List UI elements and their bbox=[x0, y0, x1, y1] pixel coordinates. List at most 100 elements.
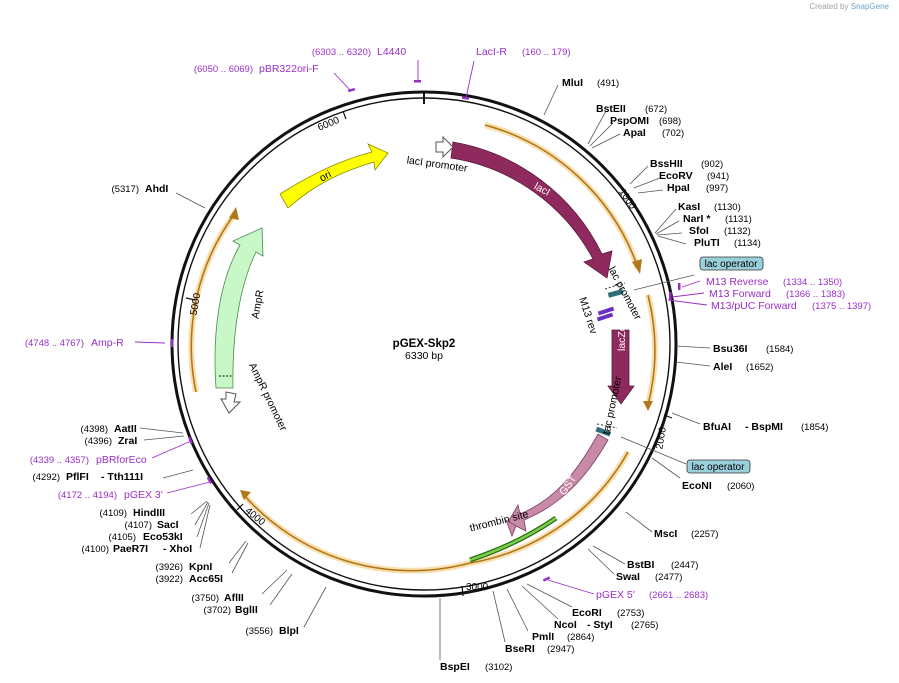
enzyme-hindiii-pos: (4109) bbox=[100, 508, 127, 519]
ampR-promoter-label: AmpR promoter bbox=[246, 361, 289, 433]
lacZa-arrow bbox=[607, 329, 635, 405]
enzyme-ncoi-name: NcoI bbox=[554, 619, 577, 631]
enzyme-ecorv-name: EcoRV bbox=[659, 170, 693, 182]
tick-label-5000: 5000 bbox=[189, 292, 204, 316]
enzyme-bsshii-pos: (902) bbox=[701, 159, 723, 170]
primer-m13-reverse-name: M13 Reverse bbox=[706, 276, 769, 288]
primer-m13-reverse-pos: (1334 .. 1350) bbox=[783, 277, 842, 288]
enzyme-sfoi-pos: (1132) bbox=[724, 226, 751, 237]
enzyme-styi-name: - StyI bbox=[587, 619, 613, 631]
lac-operator-label-2: lac operator bbox=[692, 462, 745, 473]
tick-label-4000: 4000 bbox=[243, 506, 267, 529]
enzyme-econi-name: EcoNI bbox=[682, 480, 712, 492]
enzyme-pflfi-pos: (4292) bbox=[33, 472, 60, 483]
primer-amp-r-name: Amp-R bbox=[91, 337, 124, 349]
enzyme-zrai-pos: (4396) bbox=[85, 436, 112, 447]
primer-mark-m13-reverse bbox=[678, 283, 681, 290]
enzyme-blpi-name: BlpI bbox=[279, 625, 299, 637]
primer-pgex-5-name: pGEX 5' bbox=[596, 589, 635, 601]
orf-arc-backbone bbox=[240, 492, 471, 574]
enzyme-aflii-name: AflII bbox=[224, 592, 244, 604]
enzyme-econi-pos: (2060) bbox=[727, 481, 754, 492]
primer-laci-r-pos: (160 .. 179) bbox=[522, 47, 571, 58]
enzyme-bstbi-pos: (2447) bbox=[671, 560, 698, 571]
primer-mark-pgex-5 bbox=[542, 576, 551, 582]
primer-laci-r-name: LacI-R bbox=[476, 46, 507, 58]
enzyme-swai-name: SwaI bbox=[616, 571, 640, 583]
enzyme-bsu36i-name: Bsu36I bbox=[713, 343, 748, 355]
plasmid-size: 6330 bp bbox=[405, 350, 443, 362]
enzyme-paer7i-pos: (4100) bbox=[82, 544, 109, 555]
primer-pgex-3-pos: (4172 .. 4194) bbox=[58, 490, 117, 501]
enzyme-pflfi-name: PflFI bbox=[66, 471, 89, 483]
ampR-label: AmpR bbox=[250, 289, 267, 320]
enzyme-ahdi-name: AhdI bbox=[145, 183, 168, 195]
enzyme-bseri-pos: (2947) bbox=[547, 644, 574, 655]
tac-promoter-label: tac promoter bbox=[601, 375, 625, 436]
lac-operator-callout-1 bbox=[699, 256, 764, 271]
enzyme-hpai-name: HpaI bbox=[667, 182, 690, 194]
enzyme-bspei-pos: (3102) bbox=[485, 662, 512, 673]
primer-mark-pbr322ori-f bbox=[347, 87, 356, 93]
lac-promoter-symbol-1 bbox=[604, 282, 626, 290]
enzyme-mlui-name: MluI bbox=[562, 77, 583, 89]
lac-operator-label-1: lac operator bbox=[705, 259, 758, 270]
enzyme-saci-pos: (4107) bbox=[125, 520, 152, 531]
enzyme-apai-name: ApaI bbox=[623, 127, 646, 139]
enzyme-ecori-pos: (2753) bbox=[617, 608, 644, 619]
enzyme-aatii-pos: (4398) bbox=[81, 424, 108, 435]
enzyme-tth111i-name: - Tth111I bbox=[101, 471, 143, 483]
primer-mark-pbrforeco bbox=[188, 436, 193, 445]
enzyme-aflii-pos: (3750) bbox=[192, 593, 219, 604]
enzyme-pspomi-name: PspOMI bbox=[610, 115, 649, 127]
enzyme-bglii-name: BglII bbox=[235, 604, 258, 616]
enzyme-ahdi-pos: (5317) bbox=[112, 184, 139, 195]
enzyme-hpai-pos: (997) bbox=[706, 183, 728, 194]
snapgene-credit: Created by SnapGene bbox=[809, 2, 889, 11]
primer-mark-m13-forward bbox=[669, 292, 672, 300]
enzyme-ecori-name: EcoRI bbox=[572, 607, 602, 619]
enzyme-bstbi-name: BstBI bbox=[627, 559, 655, 571]
enzyme-nari-pos: (1131) bbox=[725, 214, 752, 225]
primer-mark-l4440 bbox=[414, 80, 421, 83]
lacI-arrow bbox=[450, 141, 613, 279]
lacZa-label: lacZα bbox=[616, 325, 628, 351]
enzyme-bseri-name: BseRI bbox=[505, 643, 535, 655]
enzyme-msci-name: MscI bbox=[654, 528, 677, 540]
enzyme-bsteii-name: BstEII bbox=[596, 103, 626, 115]
primer-m13-forward-name: M13 Forward bbox=[709, 288, 771, 300]
enzyme-eco53ki-name: Eco53kI bbox=[143, 531, 183, 543]
ori-arrow bbox=[279, 143, 389, 209]
snapgene-logo: SnapGene bbox=[850, 2, 889, 11]
primer-mark-amp-r bbox=[171, 339, 174, 347]
gst-arrow bbox=[507, 433, 609, 532]
primer-pbrforeco-pos: (4339 .. 4357) bbox=[30, 455, 89, 466]
m13-rev-label: M13 rev bbox=[576, 296, 599, 336]
enzyme-bsu36i-pos: (1584) bbox=[766, 344, 793, 355]
enzyme-acc65i-name: Acc65I bbox=[189, 573, 223, 585]
enzyme-pmli-name: PmlI bbox=[532, 631, 554, 643]
enzyme-sfoi-name: SfoI bbox=[689, 225, 709, 237]
lac-operator-box-2 bbox=[595, 426, 612, 437]
enzyme-swai-pos: (2477) bbox=[655, 572, 682, 583]
plasmid-name: pGEX-Skp2 bbox=[393, 338, 456, 350]
enzyme-pluti-pos: (1134) bbox=[734, 238, 761, 249]
orf-arc-gst bbox=[469, 450, 631, 566]
enzyme-pluti-name: PluTI bbox=[694, 237, 720, 249]
orf-arrowhead bbox=[632, 259, 642, 274]
enzyme-alei-name: AleI bbox=[713, 361, 732, 373]
primer-mark-laci-r bbox=[461, 96, 470, 100]
enzyme-bspmi-name: - BspMI bbox=[745, 421, 783, 433]
enzyme-bsshii-name: BssHII bbox=[650, 158, 683, 170]
primer-l4440-name: L4440 bbox=[377, 46, 406, 58]
enzyme-eco53ki-pos: (4105) bbox=[109, 532, 136, 543]
tick-label-6000: 6000 bbox=[316, 115, 341, 134]
primer-mark-pgex-3 bbox=[206, 476, 213, 484]
primer-m13-forward-pos: (1366 .. 1383) bbox=[786, 289, 845, 300]
primer-pbr322ori-f-name: pBR322ori-F bbox=[259, 63, 319, 75]
enzyme-acc65i-pos: (3922) bbox=[156, 574, 183, 585]
enzyme-bfuai-name: BfuAI bbox=[703, 421, 731, 433]
enzyme-bsteii-pos: (672) bbox=[645, 104, 667, 115]
enzyme-mlui-pos: (491) bbox=[597, 78, 619, 89]
